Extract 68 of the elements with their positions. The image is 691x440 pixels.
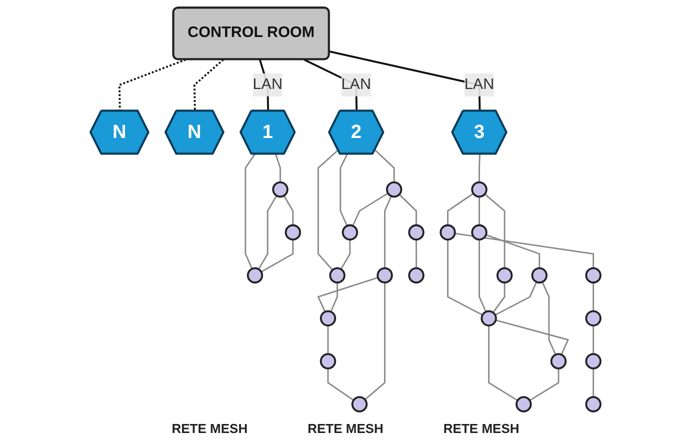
node-circle [496, 267, 513, 284]
connector [398, 194, 417, 226]
connector [244, 154, 256, 270]
node-circle [320, 353, 336, 370]
edge-label: LAN [464, 76, 494, 93]
node-circle [246, 267, 264, 284]
node-circle [272, 181, 288, 198]
connector [317, 276, 378, 312]
connector [118, 58, 186, 112]
connector [327, 368, 354, 401]
connector [384, 196, 392, 268]
node-circle [329, 267, 346, 284]
node-circle [531, 267, 548, 284]
connector [454, 232, 594, 268]
node-circle [585, 353, 602, 370]
network-label: RETE MESH [172, 421, 248, 436]
edge-label: LAN [252, 76, 282, 93]
connector [364, 282, 386, 400]
node-circle [320, 310, 336, 326]
connector [260, 240, 294, 272]
node-circle [471, 224, 488, 241]
node-circle [585, 310, 602, 326]
connector [416, 240, 417, 268]
connector [340, 240, 351, 270]
connector [329, 50, 481, 112]
connector [447, 192, 474, 226]
node-circle [516, 396, 532, 412]
connector [492, 282, 506, 313]
connector [283, 195, 294, 226]
node-circle [440, 224, 456, 241]
connector [275, 154, 281, 182]
connector [592, 368, 594, 398]
connector [494, 282, 538, 316]
node-circle [480, 310, 497, 326]
node-circle [550, 353, 567, 370]
node-circle [408, 224, 424, 241]
node-circle [585, 267, 602, 284]
connector [592, 325, 594, 354]
connector [478, 240, 487, 312]
connector [529, 368, 560, 402]
node-circle [351, 396, 368, 412]
node-circle [376, 267, 393, 284]
connector [496, 319, 570, 355]
connector [258, 195, 278, 270]
network-label: RETE MESH [443, 421, 520, 436]
connector [352, 192, 388, 226]
connector [194, 58, 224, 112]
network-label: RETE MESH [308, 421, 384, 436]
connector [340, 154, 348, 226]
connector [542, 282, 556, 355]
connector [327, 325, 329, 354]
node-circle [585, 396, 602, 412]
connector [330, 282, 338, 312]
connector [478, 154, 480, 182]
connector [374, 150, 395, 182]
connector [486, 234, 540, 268]
connector [592, 282, 594, 312]
connector [488, 325, 518, 402]
node-circle [386, 181, 402, 198]
node-circle [284, 224, 302, 241]
node-circle [471, 181, 488, 198]
connector [447, 240, 483, 316]
edge-label: LAN [341, 76, 372, 93]
node-circle [408, 267, 424, 284]
connector [318, 149, 339, 270]
connector [478, 196, 480, 226]
connector [484, 194, 506, 268]
node-circle [342, 224, 358, 241]
